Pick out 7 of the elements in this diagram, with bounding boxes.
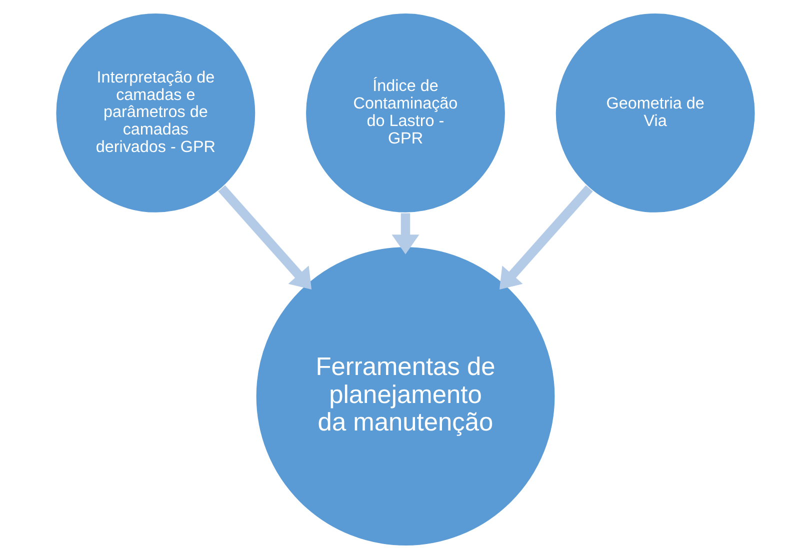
node-circle: Índice de Contaminação do Lastro - GPR	[304, 12, 506, 214]
arrow	[499, 185, 593, 290]
arrow	[392, 213, 420, 254]
node-circle: Ferramentas de planejamento da manutenção	[255, 246, 556, 547]
node-circle: Geometria de Via	[554, 12, 756, 214]
arrow	[218, 185, 312, 290]
node-circle: Interpretação de camadas e parâmetros de camadas derivados - GPR	[55, 12, 256, 214]
